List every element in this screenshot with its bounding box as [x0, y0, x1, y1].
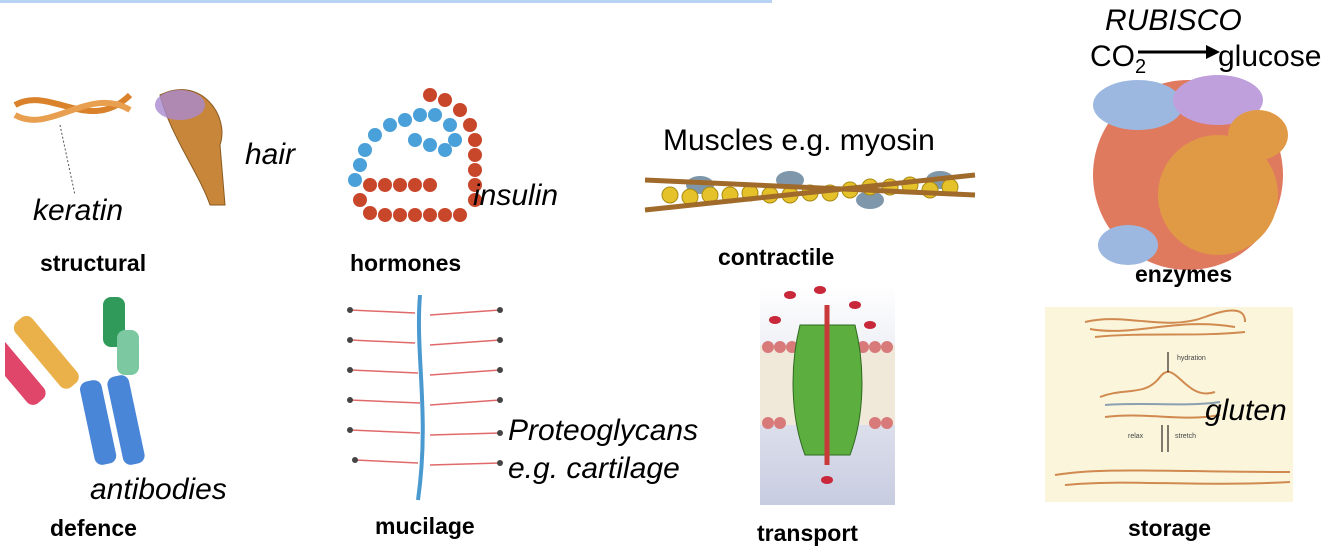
structural-label: structural: [40, 250, 147, 276]
co2-subscript: 2: [1135, 56, 1147, 78]
title-underline: [0, 0, 772, 3]
cartilage-label: e.g. cartilage: [508, 452, 680, 485]
storage-label: storage: [1128, 515, 1212, 541]
glucose-label: glucose: [1218, 40, 1322, 73]
proteoglycans-label: Proteoglycans: [508, 414, 699, 447]
reactant-label: CO2: [1090, 40, 1147, 78]
antibody-illustration: [5, 297, 145, 465]
contractile-label: contractile: [718, 244, 835, 270]
hydration-label: hydration: [1177, 355, 1206, 362]
hair-label: hair: [245, 138, 296, 171]
enzymes-label: enzymes: [1135, 261, 1233, 287]
keratin-label: keratin: [33, 194, 124, 227]
rubisco-illustration: [1093, 75, 1288, 270]
myosin-illustration: [644, 171, 976, 213]
defence-label: defence: [50, 515, 137, 541]
proteoglycan-illustration: [347, 295, 503, 501]
rubisco-label: RUBISCO: [1105, 4, 1242, 37]
reaction-arrow-icon: [1138, 45, 1220, 59]
co2-text: CO: [1090, 40, 1135, 73]
hormones-label: hormones: [350, 250, 462, 276]
antibodies-label: antibodies: [90, 473, 227, 506]
insulin-illustration: [348, 88, 482, 222]
insulin-label: insulin: [473, 179, 559, 212]
channel-protein-illustration: [760, 285, 895, 505]
stretch-label: stretch: [1175, 433, 1197, 440]
hair-keratin-illustration: [13, 89, 226, 206]
gluten-label: gluten: [1205, 394, 1287, 427]
relax-label: relax: [1128, 433, 1144, 440]
transport-label: transport: [757, 520, 858, 546]
myosin-label: Muscles e.g. myosin: [663, 124, 935, 157]
mucilage-label: mucilage: [375, 513, 475, 539]
gluten-illustration: [1045, 307, 1293, 502]
